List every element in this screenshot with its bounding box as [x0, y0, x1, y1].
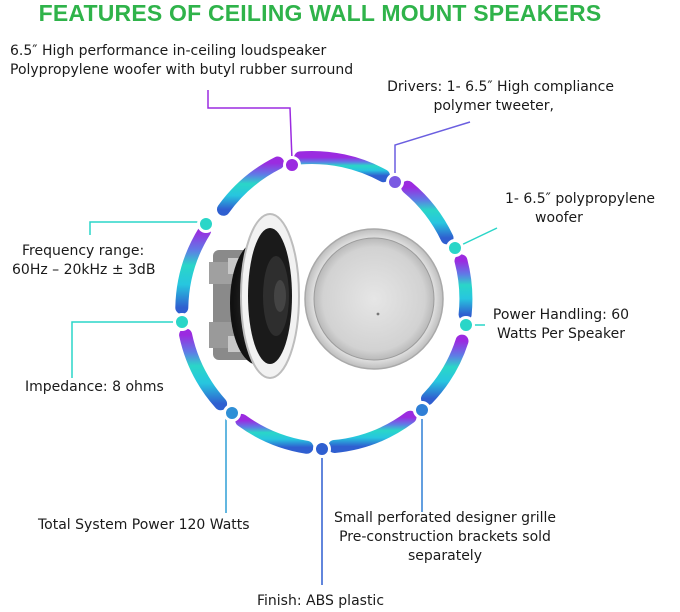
feature-text: Polypropylene woofer with butyl rubber s… [10, 62, 354, 78]
feature-impedance: Impedance: 8 ohms [25, 379, 164, 395]
ring-segment [235, 413, 314, 454]
leader-impedance [71, 321, 180, 378]
ring-segment [327, 410, 417, 453]
ring-node [413, 401, 431, 419]
feature-drivers: Drivers: 1- 6.5″ High compliance polymer… [387, 78, 614, 116]
ring-node [446, 239, 464, 257]
feature-frequency: Frequency range: 60Hz – 20kHz ± 3dB [12, 242, 155, 280]
leader-drivers [394, 121, 471, 182]
ring-node [197, 215, 215, 233]
ring-node [173, 313, 191, 331]
ring-nodes [173, 156, 475, 458]
ring-node [386, 173, 404, 191]
feature-ring [175, 150, 473, 454]
leader-loudspeaker [207, 90, 293, 161]
speaker-side-image [209, 213, 300, 379]
feature-text: 1- 6.5″ polypropylene [504, 191, 656, 207]
ring-node [457, 316, 475, 334]
feature-loudspeaker: 6.5″ High performance in-ceiling loudspe… [10, 42, 353, 80]
ring-segment [401, 180, 454, 245]
feature-text: Watts Per Speaker [497, 326, 625, 342]
feature-finish: Finish: ABS plastic [257, 593, 385, 609]
ring-segment [175, 224, 212, 315]
ring-segment [179, 328, 228, 411]
feature-text: Frequency range: [22, 243, 145, 259]
feature-text: 60Hz – 20kHz ± 3dB [12, 262, 156, 278]
ring-segment [217, 156, 285, 216]
feature-text: Small perforated designer grille [333, 510, 557, 526]
feature-text: polymer tweeter, [433, 98, 554, 114]
leader-frequency [89, 221, 205, 235]
feature-power-handling: Power Handling: 60 Watts Per Speaker [482, 306, 640, 344]
ring-node [223, 404, 241, 422]
feature-text: Drivers: 1- 6.5″ High compliance [387, 79, 614, 95]
ring-segment [293, 150, 390, 183]
feature-text: 6.5″ High performance in-ceiling loudspe… [10, 43, 327, 59]
feature-diagram [71, 90, 498, 585]
ring-node [283, 156, 301, 174]
feature-grille: Small perforated designer grille Pre-con… [330, 509, 560, 566]
ring-node [313, 440, 331, 458]
feature-text: Pre-construction brackets sold [339, 529, 551, 545]
ring-segment [454, 254, 473, 322]
feature-woofer: 1- 6.5″ polypropylene woofer [480, 190, 680, 228]
leader-lines [71, 90, 498, 585]
feature-text: Power Handling: 60 [492, 307, 630, 323]
page-title: FEATURES OF CEILING WALL MOUNT SPEAKERS [38, 0, 602, 26]
feature-text: separately [408, 548, 482, 564]
ring-segment [421, 334, 469, 406]
feature-total-power: Total System Power 120 Watts [38, 517, 250, 533]
speaker-front-image [304, 228, 444, 370]
feature-text: woofer [535, 210, 583, 226]
